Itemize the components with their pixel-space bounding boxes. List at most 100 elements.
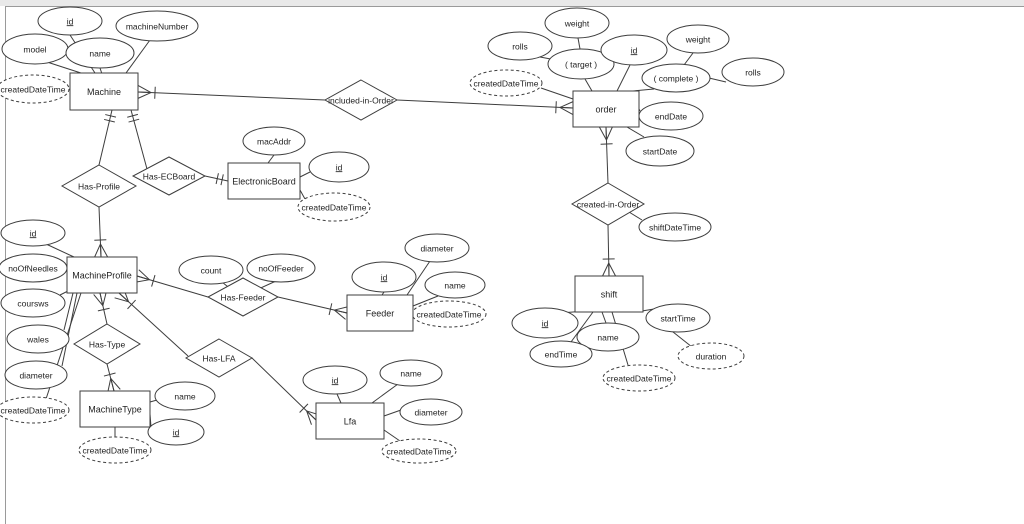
attribute-shift-id[interactable]: id <box>511 307 579 339</box>
entity-machine-profile[interactable]: MachineProfile <box>66 256 138 294</box>
attribute-created-in-order-shift-date-time[interactable]: shiftDateTime <box>638 212 712 242</box>
attribute-machine-type-name[interactable]: name <box>154 381 216 411</box>
attribute-lfa-name[interactable]: name <box>379 359 443 387</box>
connector-order-target-link[interactable] <box>584 78 593 92</box>
attribute-machine-profile-wales[interactable]: wales <box>6 324 70 354</box>
connector-ecboard-created-date-time-link[interactable] <box>299 189 306 200</box>
attribute-machine-model[interactable]: model <box>1 33 69 65</box>
attribute-machine-type-created-date-time[interactable]: createdDateTime <box>78 436 152 464</box>
connector-created-in-order-shift-date-time-link[interactable] <box>628 211 643 221</box>
connector-machine-profile-diameter-link[interactable] <box>61 292 78 367</box>
connector-order-start-date-link[interactable] <box>626 126 645 138</box>
connector-machine-has-profile[interactable] <box>98 109 117 166</box>
relationship-has-profile[interactable]: Has-Profile <box>60 164 138 208</box>
connector-order-target-weight-link[interactable] <box>577 37 581 50</box>
attribute-order-target-rolls[interactable]: rolls <box>487 31 553 61</box>
connector-machine-profile-has-type[interactable] <box>93 291 110 325</box>
connector-lfa-id-link[interactable] <box>336 393 342 404</box>
attribute-order-end-date[interactable]: endDate <box>638 101 704 131</box>
attribute-order-created-date-time[interactable]: createdDateTime <box>469 69 543 97</box>
attribute-lfa-id[interactable]: id <box>302 365 368 395</box>
attribute-feeder-diameter[interactable]: diameter <box>404 233 470 263</box>
connector-feeder-name-link[interactable] <box>412 295 439 307</box>
relationship-has-ecboard[interactable]: Has-ECBoard <box>131 156 207 196</box>
attribute-shift-start-time[interactable]: startTime <box>645 303 711 333</box>
attribute-lfa-diameter[interactable]: diameter <box>399 398 463 426</box>
attribute-order-start-date[interactable]: startDate <box>625 135 695 167</box>
attribute-order-target-weight[interactable]: weight <box>544 7 610 39</box>
entity-lfa[interactable]: Lfa <box>315 402 385 440</box>
connector-lfa-diameter-link[interactable] <box>383 409 402 417</box>
connector-has-lfa-lfa[interactable] <box>251 357 321 425</box>
attribute-lfa-created-date-time[interactable]: createdDateTime <box>381 438 457 464</box>
attribute-order-complete[interactable]: ( complete ) <box>641 63 711 93</box>
attribute-has-feeder-no-of-feeder[interactable]: noOfFeeder <box>246 253 316 283</box>
attribute-machine-type-id[interactable]: id <box>147 418 205 446</box>
entity-feeder[interactable]: Feeder <box>346 294 414 332</box>
entity-shift[interactable]: shift <box>574 275 644 313</box>
relationship-has-type[interactable]: Has-Type <box>73 323 141 365</box>
attribute-machine-machine-number[interactable]: machineNumber <box>115 10 199 42</box>
connector-lfa-created-date-time-link[interactable] <box>383 429 401 442</box>
connector-order-complete-rolls-link[interactable] <box>708 77 727 83</box>
connector-has-profile-machine-profile[interactable] <box>94 206 108 258</box>
connector-machine-profile-has-lfa[interactable] <box>114 288 189 357</box>
attribute-shift-end-time[interactable]: endTime <box>529 340 593 368</box>
connector-has-type-machine-type[interactable] <box>103 363 121 393</box>
attribute-machine-profile-coursws[interactable]: coursws <box>0 288 66 318</box>
entity-electronic-board[interactable]: ElectronicBoard <box>227 162 301 200</box>
connector-ecboard-mac-addr-link[interactable] <box>267 154 275 164</box>
connector-ecboard-id-link[interactable] <box>299 171 311 178</box>
attribute-order-complete-weight[interactable]: weight <box>666 24 730 54</box>
connector-machine-included-in-order[interactable] <box>137 85 326 101</box>
connector-machine-profile-id-link[interactable] <box>45 243 75 258</box>
attribute-machine-profile-created-date-time[interactable]: createdDateTime <box>0 396 70 424</box>
attribute-machine-profile-id[interactable]: id <box>0 219 66 247</box>
relationship-included-in-order[interactable]: included-in-Order <box>323 79 399 121</box>
attribute-ecboard-created-date-time[interactable]: createdDateTime <box>297 192 371 222</box>
entity-order[interactable]: order <box>572 90 640 128</box>
attribute-machine-name[interactable]: name <box>65 37 135 69</box>
attribute-label: diameter <box>414 407 447 417</box>
connector-shift-end-time-link[interactable] <box>570 311 594 343</box>
connector-created-in-order-shift[interactable] <box>602 224 616 277</box>
attribute-machine-profile-diameter[interactable]: diameter <box>4 360 68 390</box>
attribute-has-feeder-count[interactable]: count <box>178 255 244 285</box>
entity-machine-type[interactable]: MachineType <box>79 390 151 428</box>
connector-has-ecboard-electronic-board[interactable] <box>204 173 229 186</box>
attribute-feeder-created-date-time[interactable]: createdDateTime <box>411 300 487 328</box>
connector-machine-machine-number-link[interactable] <box>125 39 151 74</box>
attribute-shift-name[interactable]: name <box>576 322 640 352</box>
relationship-created-in-order[interactable]: created-in-Order <box>571 182 645 226</box>
attribute-ecboard-id[interactable]: id <box>308 151 370 183</box>
attribute-shift-duration[interactable]: duration <box>677 342 745 370</box>
connector-order-id-link[interactable] <box>616 64 631 92</box>
attribute-order-complete-rolls[interactable]: rolls <box>721 57 785 87</box>
connector-machine-profile-wales-link[interactable] <box>63 292 74 331</box>
connector-machine-has-ecboard[interactable] <box>127 109 148 170</box>
attribute-order-id[interactable]: id <box>600 34 668 66</box>
connector-order-created-in-order[interactable] <box>599 126 613 184</box>
connector-feeder-diameter-link[interactable] <box>406 260 431 296</box>
connector-has-feeder-feeder[interactable] <box>277 296 349 320</box>
attribute-machine-id[interactable]: id <box>37 6 103 36</box>
attribute-order-target[interactable]: ( target ) <box>547 48 615 80</box>
connector-machine-profile-has-feeder[interactable] <box>135 269 209 298</box>
attribute-label: ( target ) <box>565 59 597 69</box>
attribute-ecboard-mac-addr[interactable]: macAddr <box>242 126 306 156</box>
attribute-feeder-id[interactable]: id <box>351 261 417 293</box>
attribute-shift-created-date-time[interactable]: createdDateTime <box>602 364 676 392</box>
connector-shift-name-link[interactable] <box>601 311 607 324</box>
connector-order-complete-weight-link[interactable] <box>683 52 694 66</box>
connector-machine-model-link[interactable] <box>46 61 85 75</box>
attribute-machine-profile-no-of-needles[interactable]: noOfNeedles <box>0 253 68 283</box>
relationship-has-feeder[interactable]: Has-Feeder <box>206 277 280 317</box>
entity-machine[interactable]: Machine <box>69 72 139 111</box>
connector-lfa-name-link[interactable] <box>371 383 399 404</box>
connector-included-in-order-order[interactable] <box>396 99 574 115</box>
attribute-feeder-name[interactable]: name <box>424 271 486 299</box>
relationship-label: created-in-Order <box>577 199 640 209</box>
relationship-has-lfa[interactable]: Has-LFA <box>184 338 254 378</box>
connector-order-created-date-time-link[interactable] <box>540 87 574 100</box>
attribute-machine-created-date-time[interactable]: createdDateTime <box>0 74 70 104</box>
